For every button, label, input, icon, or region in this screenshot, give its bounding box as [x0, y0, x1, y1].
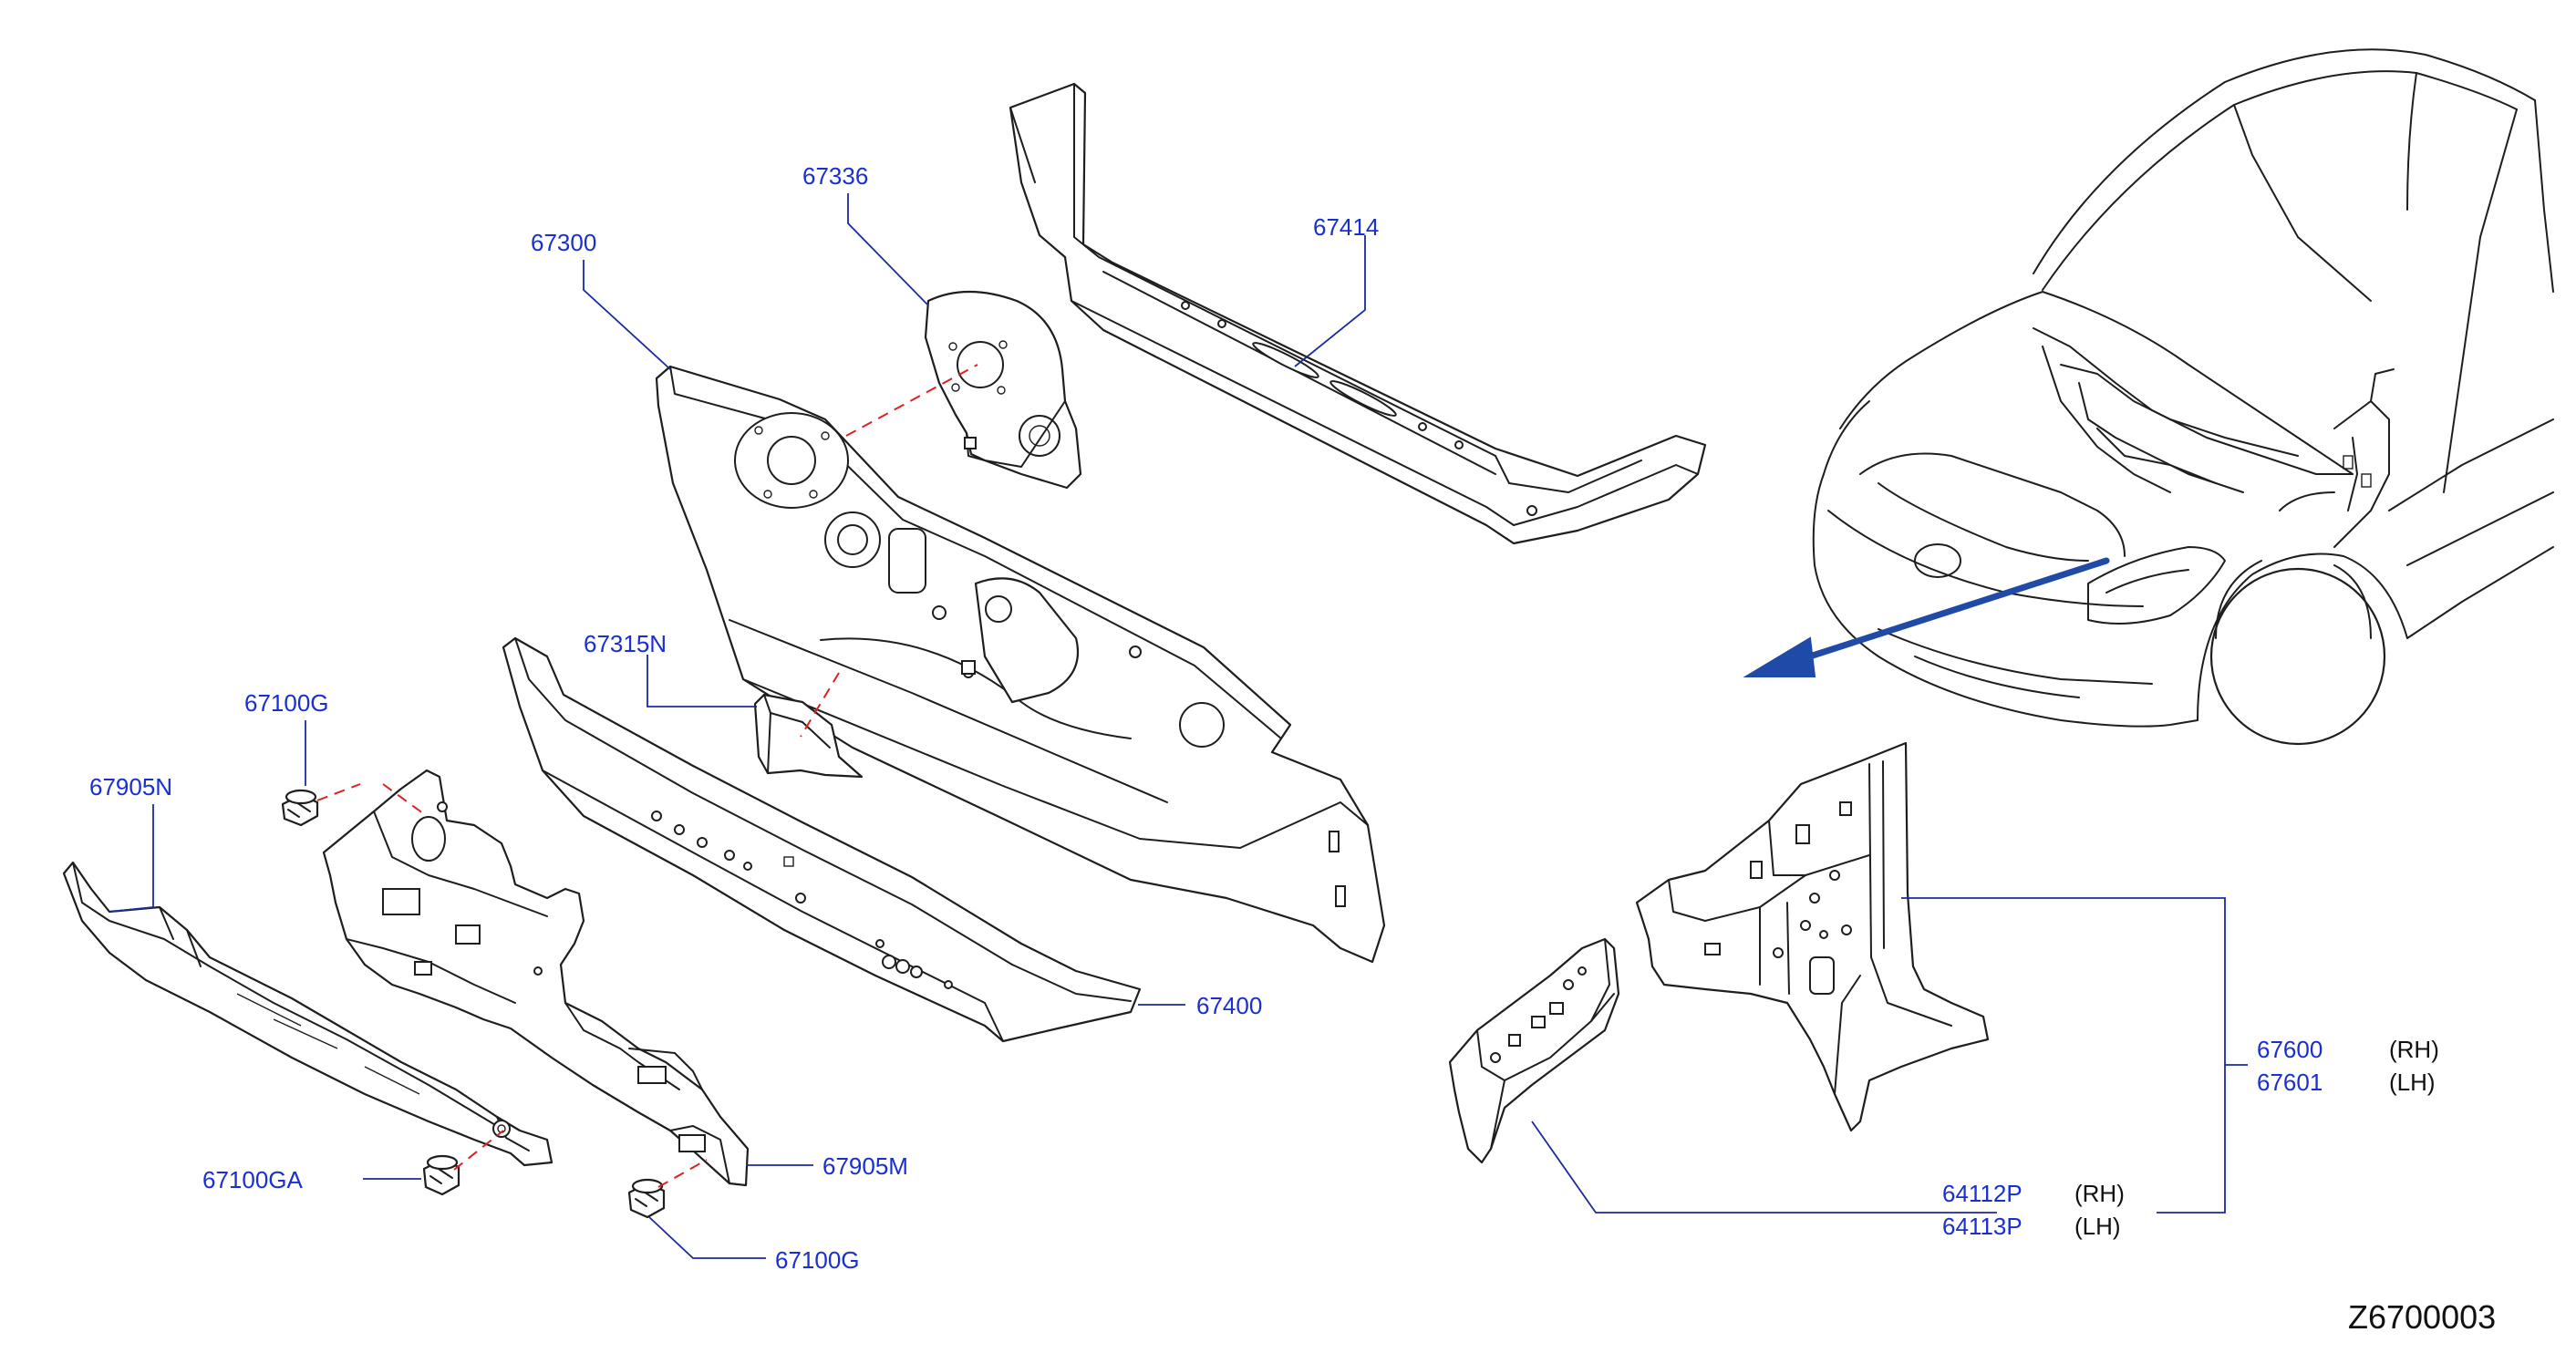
clip-67100G-upper [281, 789, 319, 827]
part-label-67414: 67414 [1313, 213, 1379, 241]
part-label-67300: 67300 [531, 229, 596, 256]
side-label-64112P: (RH) [2074, 1180, 2125, 1207]
part-label-67601: 67601 [2257, 1069, 2323, 1096]
part-label-64112P: 64112P [1942, 1180, 2023, 1207]
cowl-lower-67400 [502, 636, 1142, 1043]
side-label-67601: (LH) [2389, 1069, 2436, 1096]
dash-insulator-67336 [924, 290, 1082, 490]
view-direction-arrow [1743, 557, 2110, 677]
part-label-67905M: 67905M [822, 1152, 908, 1180]
side-label-67600: (RH) [2389, 1036, 2439, 1063]
part-label-67400: 67400 [1196, 992, 1262, 1019]
part-label-67905N: 67905N [89, 773, 172, 800]
part-label-64113P: 64113P [1942, 1213, 2023, 1240]
cowl-top-reinforcement-67414 [1009, 82, 1707, 545]
dash-panel-67300 [655, 365, 1386, 964]
side-label-64113P: (LH) [2074, 1213, 2121, 1240]
part-label-67600: 67600 [2257, 1036, 2323, 1063]
clip-67100GA [422, 1154, 460, 1196]
vehicle-front-view [1812, 48, 2554, 746]
hoodledge-64112P [1448, 937, 1620, 1164]
fitting-lines [316, 364, 978, 1188]
part-label-67336: 67336 [802, 162, 868, 190]
part-labels: 67336 67300 67414 67315N 67100G 67905N 6… [89, 162, 2496, 1336]
leader-lines [109, 193, 2248, 1259]
part-label-67100G-lower: 67100G [775, 1246, 860, 1274]
part-label-67315N: 67315N [584, 630, 667, 657]
dash-bracket-67315N [753, 693, 864, 779]
diagram-code: Z6700003 [2348, 1298, 2496, 1336]
cowl-side-panel-67600 [1635, 741, 1990, 1132]
clip-67100G-lower [627, 1178, 666, 1219]
part-label-67100GA: 67100GA [202, 1166, 304, 1193]
part-label-67100G-upper: 67100G [244, 689, 329, 717]
dash-side-insulator-67905M [322, 769, 750, 1187]
